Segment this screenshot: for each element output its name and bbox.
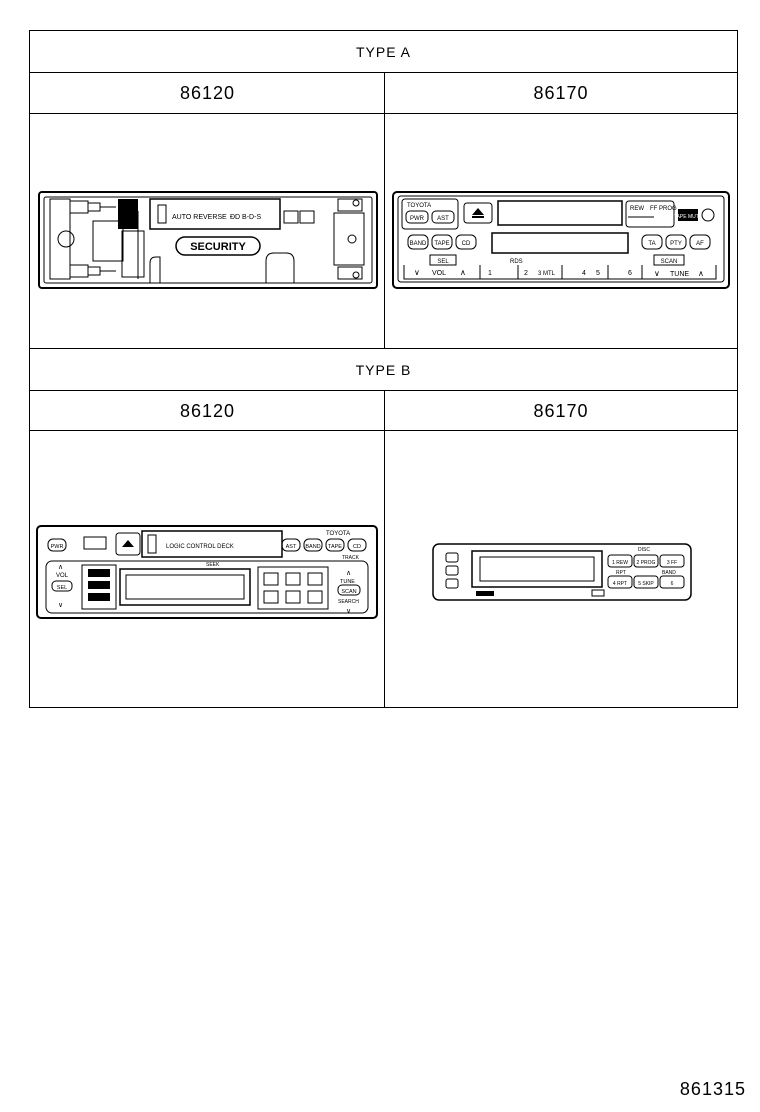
type-a-column-divider [384,73,385,349]
type-b-title: TYPE B [30,349,737,391]
b1-brand: TOYOTA [326,531,350,537]
b1-vol-label: VOL [56,573,69,579]
b1-seek-label: SEEK [206,562,220,568]
b1-tape-button: TAPE [328,544,342,550]
a2-preset-5: 5 [596,270,600,277]
type-b-column-divider [384,391,385,707]
b1-ast-button: AST [286,544,297,550]
a2-rew-button: REW [630,206,644,212]
a2-preset-1: 1 [488,270,492,277]
b2-band-label: BAND [662,570,676,576]
b2-skip-button: 5 SKIP [638,581,654,587]
svg-text:∧: ∧ [460,268,466,277]
a2-band-button: BAND [410,241,427,247]
a2-pty-button: PTY [670,241,682,247]
radio-type-a-86120: AUTO REVERSE ĐD B-D-S SECURITY [38,191,378,291]
b1-scan-button: SCAN [341,589,356,595]
a2-cd-button: CD [462,241,471,247]
type-a-right-part-number: 86170 [385,73,737,114]
a2-vol-label: VOL [432,270,446,277]
svg-text:∨: ∨ [58,602,63,609]
b1-band-button: BAND [305,544,320,550]
a2-preset-4: 4 [582,270,586,277]
a2-tune-label: TUNE [670,271,689,278]
dolby-label: ĐD B-D-S [230,214,261,221]
b2-ff-button: 3 FF [667,560,677,566]
radio-type-a-86120-drawing: AUTO REVERSE ĐD B-D-S SECURITY [38,191,378,289]
a2-pwr-button: PWR [410,216,425,222]
svg-text:∧: ∧ [58,564,63,571]
a2-ast-button: AST [437,216,449,222]
a2-rds-label: RDS [510,259,523,265]
type-a-left-part-number: 86120 [30,73,385,114]
svg-text:∧: ∧ [698,269,704,278]
parts-table: TYPE A 86120 86170 TYPE B 86120 86170 [29,30,738,708]
radio-type-b-86170: DISC 1 REW 2 PROG 3 FF RPT BAND 4 RPT 5 … [432,543,694,605]
a2-tape-mute: TAPE MUTE [674,214,703,220]
type-b-right-part-number: 86170 [385,391,737,431]
a2-brand: TOYOTA [407,203,431,209]
b1-search-label: SEARCH [338,599,359,605]
a2-tape-button: TAPE [434,241,449,247]
a2-preset-3: 3 MTL [538,271,556,277]
b2-rpt-label: RPT [616,570,626,576]
b2-prog-button: 2 PROG [637,560,656,566]
diagram-code: 861315 [679,1079,746,1099]
type-a-images-row [30,114,737,349]
b2-rew-button: 1 REW [612,560,628,566]
a2-preset-6: 6 [628,270,632,277]
a2-preset-2: 2 [524,270,528,277]
security-label: SECURITY [190,241,246,253]
svg-text:∨: ∨ [654,269,660,278]
radio-type-a-86170-drawing: TOYOTA PWR AST REW FF PROG TAPE MUTE BAN… [392,191,730,289]
b1-logic-label: LOGIC CONTROL DECK [166,544,234,550]
b2-rpt-button: 4 RPT [613,581,627,587]
b1-sel-button: SEL [57,585,67,591]
radio-type-b-86170-drawing: DISC 1 REW 2 PROG 3 FF RPT BAND 4 RPT 5 … [432,543,692,601]
svg-text:∨: ∨ [414,268,420,277]
b1-cd-button: CD [353,544,361,550]
a2-ff-button: FF PROG [650,206,677,212]
radio-type-b-86120: PWR LOGIC CONTROL DECK TOYOTA AST BAND T… [36,525,378,621]
auto-reverse-label: AUTO REVERSE [172,214,227,221]
a2-ta-button: TA [648,241,655,247]
svg-text:∨: ∨ [346,608,351,615]
a2-sel-button: SEL [437,259,449,265]
a2-scan-button: SCAN [661,259,678,265]
b2-six-button: 6 [671,581,674,587]
a2-af-button: AF [696,241,704,247]
svg-text:∧: ∧ [346,570,351,577]
b1-pwr-button: PWR [51,544,64,550]
b2-disc-label: DISC [638,547,650,553]
b1-track-label: TRACK [342,555,360,561]
radio-type-b-86120-drawing: PWR LOGIC CONTROL DECK TOYOTA AST BAND T… [36,525,378,619]
type-b-left-part-number: 86120 [30,391,385,431]
b1-tune-label: TUNE [340,579,355,585]
type-a-title: TYPE A [30,31,737,73]
radio-type-a-86170: TOYOTA PWR AST REW FF PROG TAPE MUTE BAN… [392,191,732,291]
